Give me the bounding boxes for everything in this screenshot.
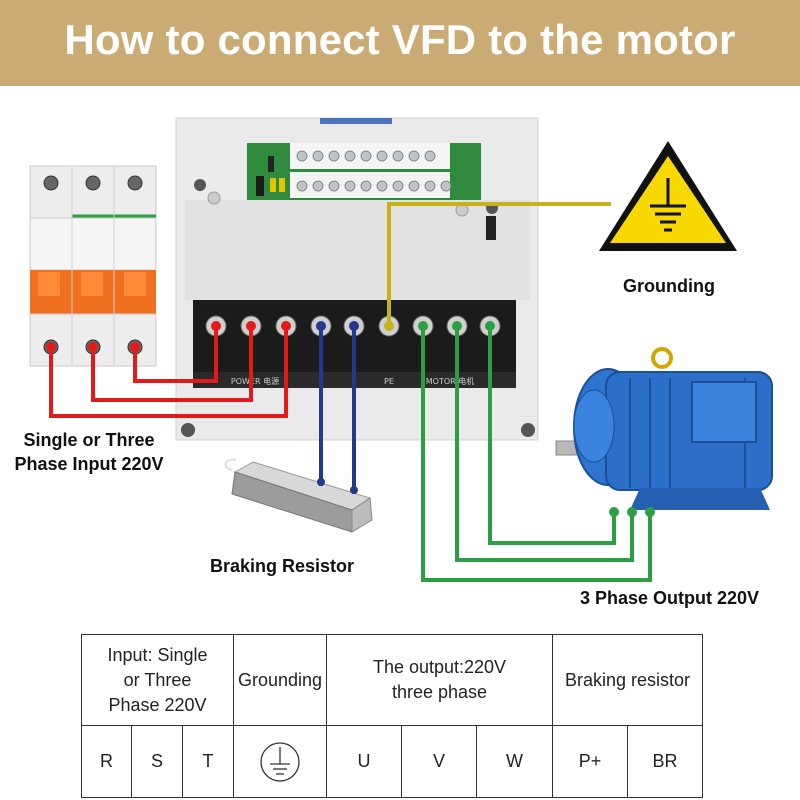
ground-wire [387, 202, 611, 326]
braking-resistor-label: Braking Resistor [210, 556, 355, 576]
header-input: Input: Single or Three Phase 220V [80, 634, 235, 726]
braking-wires [319, 326, 356, 494]
pin-s: S [131, 725, 183, 798]
header-grounding: Grounding [233, 634, 328, 726]
wiring-diagram: POWER 电源 PE MOTOR 电机 [29, 117, 773, 582]
header-output: The output:220V three phase [326, 634, 554, 726]
input-label: Single or Three Phase Input 220V [8, 428, 170, 476]
braking-resistor [224, 458, 373, 533]
pin-u: U [326, 725, 403, 798]
pin-v: V [401, 725, 478, 798]
output-label: 3 Phase Output 220V [580, 588, 760, 608]
pe-terminal-label: PE [384, 377, 394, 386]
pin-t: T [181, 725, 235, 798]
grounding-label: Grounding [623, 276, 715, 296]
header-braking: Braking resistor [552, 634, 704, 726]
pin-r: R [81, 725, 132, 798]
input-wires [49, 326, 288, 418]
title-banner [0, 0, 800, 86]
pin-br: BR [627, 725, 704, 798]
control-terminal-board [247, 143, 481, 200]
circuit-breaker [29, 165, 157, 367]
pin-ground [233, 725, 328, 798]
motor [555, 347, 773, 510]
pin-p-plus: P+ [552, 725, 629, 798]
power-terminal-label: POWER 电源 [231, 376, 279, 386]
pin-w: W [476, 725, 554, 798]
page-title: How to connect VFD to the motor [64, 16, 736, 63]
grounding-warning-icon [599, 141, 737, 251]
output-wires [421, 326, 652, 582]
input-label-line2: Phase Input 220V [14, 454, 164, 474]
motor-terminal-label: MOTOR 电机 [426, 376, 474, 386]
input-label-line1: Single or Three [23, 430, 155, 450]
ground-symbol-icon [260, 741, 300, 782]
terminal-spec-table: Input: Single or Three Phase 220V Ground… [80, 634, 704, 798]
